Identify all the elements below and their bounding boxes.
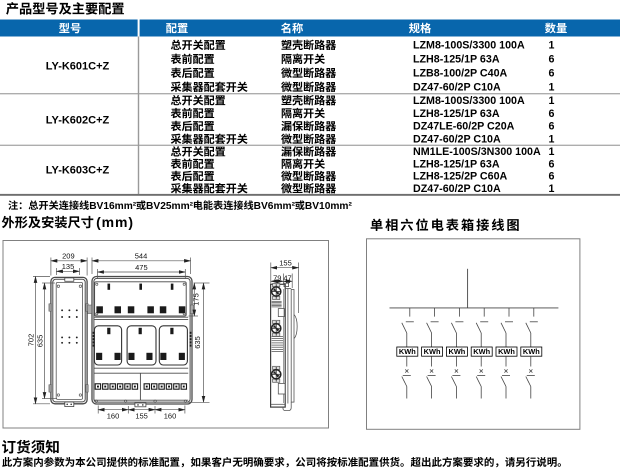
svg-text:79: 79 (273, 273, 281, 282)
svg-text:LY-K602C+Z: LY-K602C+Z (46, 114, 110, 126)
svg-text:KWh: KWh (424, 347, 441, 356)
svg-text:1: 1 (549, 40, 555, 52)
svg-text:BV25mm²: BV25mm² (146, 201, 194, 212)
svg-text:KWh: KWh (448, 347, 465, 356)
svg-text:LZB8-100/2P C40A: LZB8-100/2P C40A (413, 68, 508, 80)
svg-text:175: 175 (192, 293, 201, 306)
svg-text:LZH8-125/1P 63A: LZH8-125/1P 63A (413, 54, 500, 66)
svg-text:135: 135 (62, 262, 75, 271)
svg-text:LZH8-125/2P C60A: LZH8-125/2P C60A (413, 171, 508, 183)
svg-text:LZH8-125/1P 63A: LZH8-125/1P 63A (413, 158, 500, 170)
svg-text:475: 475 (135, 263, 148, 272)
svg-text:544: 544 (135, 252, 148, 261)
svg-text:KWh: KWh (399, 347, 416, 356)
svg-text:LZH8-125/1P 63A: LZH8-125/1P 63A (413, 108, 500, 120)
svg-text:LY-K603C+Z: LY-K603C+Z (46, 165, 110, 177)
svg-text:1: 1 (549, 82, 555, 94)
svg-text:635: 635 (35, 335, 44, 348)
svg-text:KWh: KWh (498, 347, 515, 356)
svg-text:DZ47-60/2P C10A: DZ47-60/2P C10A (413, 82, 501, 94)
svg-text:209: 209 (62, 252, 75, 261)
svg-text:6: 6 (549, 108, 555, 120)
svg-text:1: 1 (549, 95, 555, 107)
svg-text:DZ47LE-60/2P C20A: DZ47LE-60/2P C20A (413, 121, 515, 133)
svg-text:BV16mm²: BV16mm² (89, 201, 137, 212)
svg-text:DZ47-60/2P C10A: DZ47-60/2P C10A (413, 134, 501, 146)
svg-text:NM1LE-100S/3N300 100A: NM1LE-100S/3N300 100A (413, 146, 541, 158)
svg-text:160: 160 (164, 411, 177, 420)
svg-text:635: 635 (193, 336, 202, 349)
svg-text:DZ47-60/2P C10A: DZ47-60/2P C10A (413, 183, 501, 195)
svg-text:LZM8-100S/3300 100A: LZM8-100S/3300 100A (413, 40, 525, 52)
svg-text:KWh: KWh (523, 347, 540, 356)
svg-text:160: 160 (107, 411, 120, 420)
svg-text:6: 6 (549, 54, 555, 66)
svg-text:6: 6 (549, 68, 555, 80)
svg-text:(mm): (mm) (96, 214, 134, 230)
svg-text:BV6mm²: BV6mm² (254, 201, 296, 212)
svg-text:702: 702 (26, 334, 35, 347)
svg-text:47: 47 (283, 273, 291, 282)
svg-text:155: 155 (279, 259, 292, 268)
svg-text:1: 1 (549, 183, 555, 195)
svg-text:LZM8-100S/3300 100A: LZM8-100S/3300 100A (413, 95, 525, 107)
svg-text:LY-K601C+Z: LY-K601C+Z (46, 61, 110, 73)
svg-text:KWh: KWh (473, 347, 490, 356)
svg-text:BV10mm²: BV10mm² (305, 201, 353, 212)
svg-text:6: 6 (549, 158, 555, 170)
svg-text:155: 155 (135, 411, 148, 420)
svg-text:6: 6 (549, 171, 555, 183)
svg-text:1: 1 (549, 134, 555, 146)
svg-text:6: 6 (549, 121, 555, 133)
svg-text:1: 1 (549, 146, 555, 158)
